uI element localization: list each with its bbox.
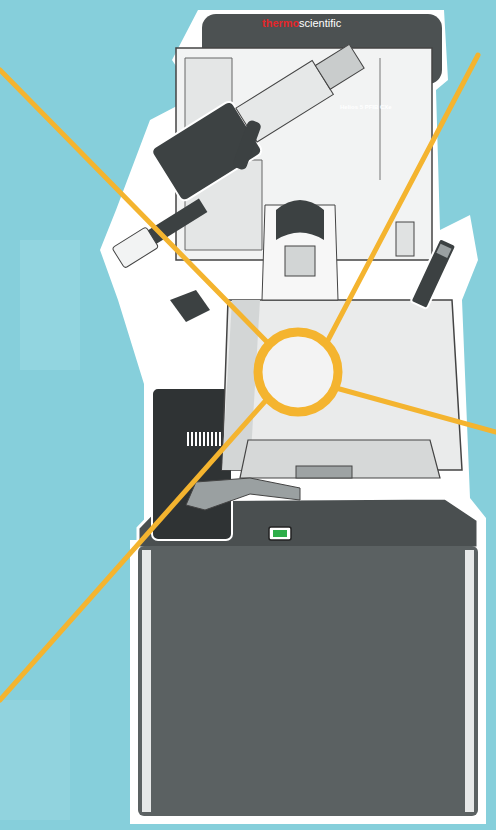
column-lens [276,200,324,240]
silhouette-outline [100,10,486,824]
stage-foot [186,478,300,510]
base-edge [142,550,151,812]
brand-name: scientific [299,18,341,29]
highlight-ring [258,332,338,412]
background-patch [0,700,70,820]
small-detector [232,119,262,171]
column-neck [285,246,315,276]
door-handle [296,466,352,478]
right-detector [410,238,456,309]
status-light [273,530,287,537]
status-indicator [269,527,291,540]
ion-column-arm [150,31,374,203]
model-name: Helios 5 PFIB CXe [340,104,392,110]
port [396,222,414,256]
chamber-door [240,440,440,478]
base-edge [465,550,474,812]
base-cabinet [138,546,478,816]
panel-line [380,58,381,180]
background-patch [20,240,80,370]
vent-grille [188,432,220,446]
leader-lines [0,55,496,700]
brand-name: thermo [262,18,299,29]
manipulator [170,290,210,322]
